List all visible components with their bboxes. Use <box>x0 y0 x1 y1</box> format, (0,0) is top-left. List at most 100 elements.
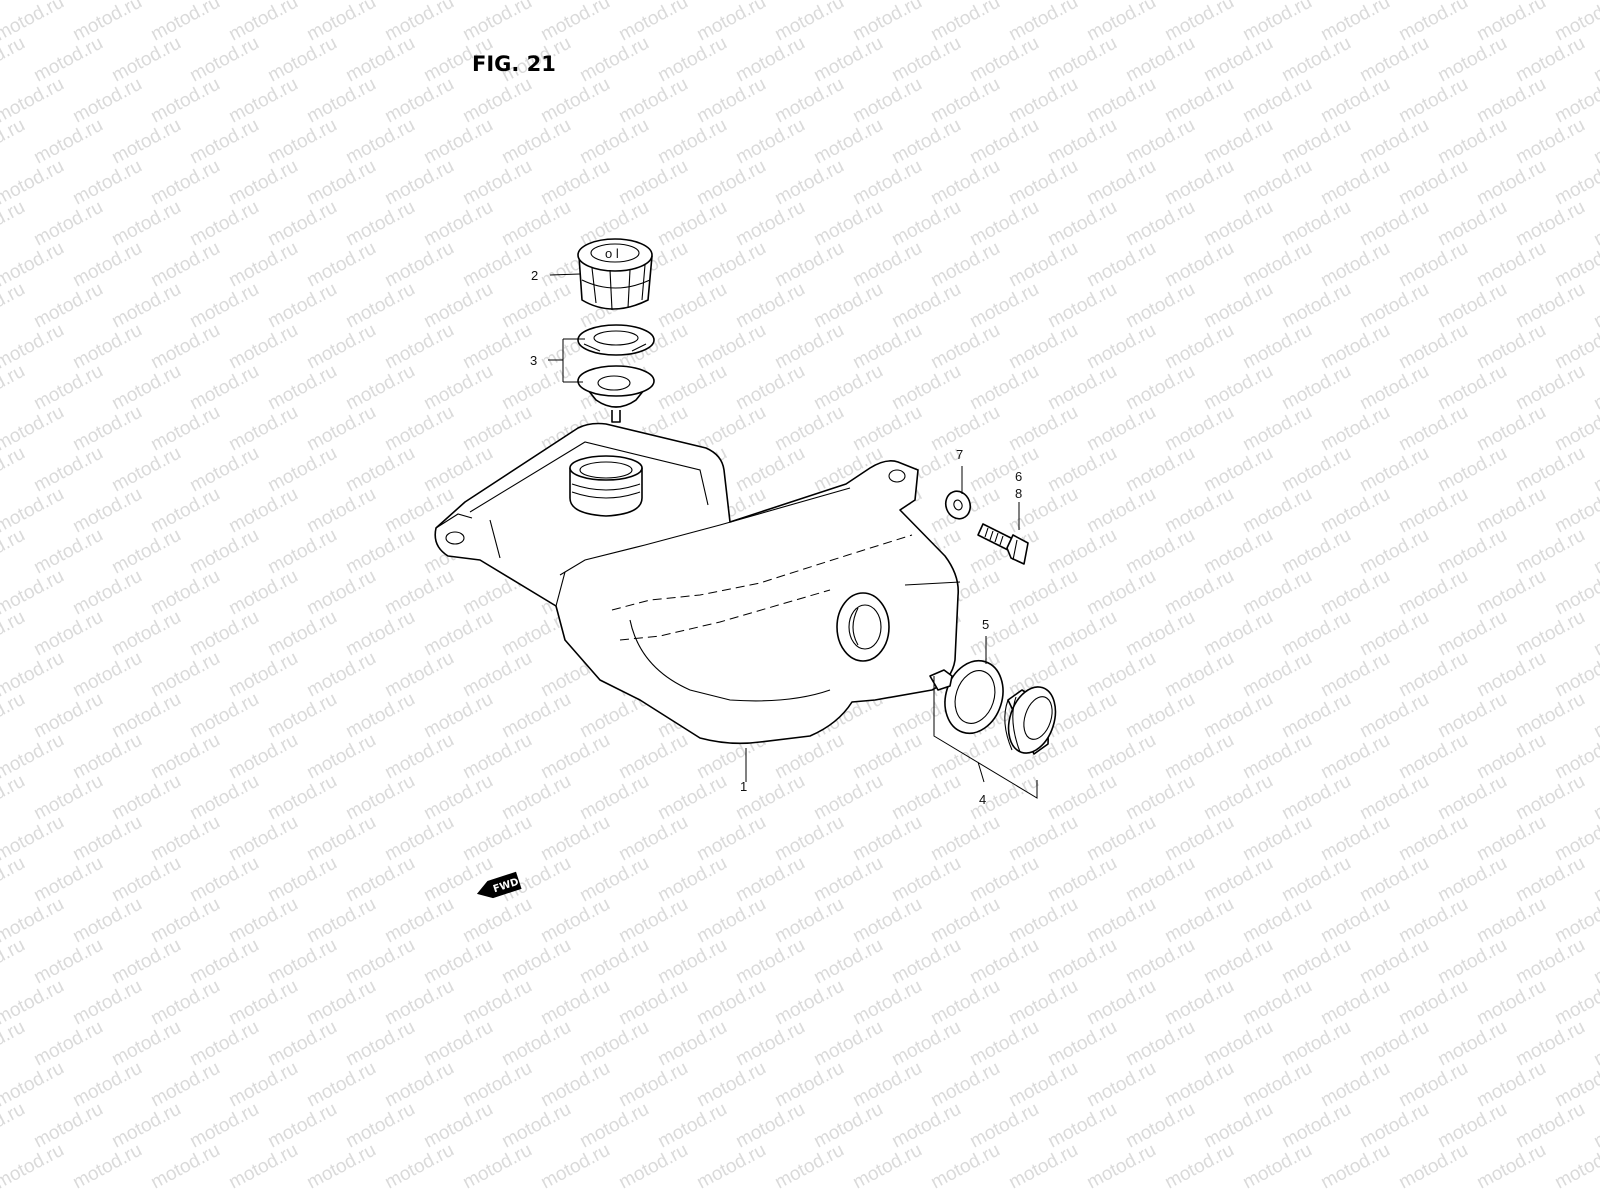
watermark-text: motod.ru <box>1278 115 1354 169</box>
watermark-text: motod.ru <box>693 238 769 292</box>
watermark-text: motod.ru <box>1395 812 1471 866</box>
watermark-text: motod.ru <box>1005 976 1081 1030</box>
watermark-text: motod.ru <box>615 976 691 1030</box>
watermark-text: motod.ru <box>1005 894 1081 948</box>
watermark-text: motod.ru <box>0 33 29 87</box>
watermark-text: motod.ru <box>888 1017 964 1071</box>
watermark-text: motod.ru <box>1317 812 1393 866</box>
watermark-text: motod.ru <box>1590 607 1600 661</box>
watermark-text: motod.ru <box>381 238 457 292</box>
watermark-text: motod.ru <box>810 197 886 251</box>
watermark-text: motod.ru <box>1239 238 1315 292</box>
watermark-text: motod.ru <box>1395 238 1471 292</box>
watermark-text: motod.ru <box>1044 607 1120 661</box>
watermark-text: motod.ru <box>147 894 223 948</box>
watermark-text: motod.ru <box>264 525 340 579</box>
watermark-text: motod.ru <box>1161 320 1237 374</box>
watermark-text: motod.ru <box>342 1099 418 1153</box>
watermark-text: motod.ru <box>1434 689 1510 743</box>
watermark-text: motod.ru <box>1200 853 1276 907</box>
watermark-text: motod.ru <box>1356 689 1432 743</box>
watermark-text: motod.ru <box>420 935 496 989</box>
watermark-text: motod.ru <box>732 361 808 415</box>
watermark-text: motod.ru <box>1356 607 1432 661</box>
watermark-text: motod.ru <box>654 279 730 333</box>
watermark-text: motod.ru <box>810 1099 886 1153</box>
watermark-text: motod.ru <box>1473 648 1549 702</box>
watermark-text: motod.ru <box>264 279 340 333</box>
watermark-text: motod.ru <box>888 279 964 333</box>
watermark-text: motod.ru <box>849 0 925 45</box>
watermark-text: motod.ru <box>1395 156 1471 210</box>
watermark-text: motod.ru <box>1044 853 1120 907</box>
watermark-text: motod.ru <box>1278 853 1354 907</box>
watermark-text: motod.ru <box>147 730 223 784</box>
watermark-text: motod.ru <box>30 935 106 989</box>
watermark-text: motod.ru <box>927 74 1003 128</box>
watermark-text: motod.ru <box>1473 402 1549 456</box>
watermark-text: motod.ru <box>459 1058 535 1112</box>
watermark-text: motod.ru <box>147 320 223 374</box>
watermark-text: motod.ru <box>225 1058 301 1112</box>
watermark-text: motod.ru <box>1590 935 1600 989</box>
watermark-text: motod.ru <box>732 443 808 497</box>
watermark-text: motod.ru <box>381 1058 457 1112</box>
watermark-text: motod.ru <box>342 115 418 169</box>
watermark-text: motod.ru <box>1239 484 1315 538</box>
watermark-text: motod.ru <box>303 402 379 456</box>
watermark-text: motod.ru <box>1200 607 1276 661</box>
watermark-text: motod.ru <box>537 730 613 784</box>
watermark-text: motod.ru <box>693 976 769 1030</box>
watermark-text: motod.ru <box>69 156 145 210</box>
watermark-text: motod.ru <box>186 935 262 989</box>
watermark-text: motod.ru <box>1512 771 1588 825</box>
watermark-text: motod.ru <box>1434 33 1510 87</box>
watermark-text: motod.ru <box>1200 689 1276 743</box>
callout-6: 6 <box>1015 469 1022 484</box>
watermark-text: motod.ru <box>1239 976 1315 1030</box>
watermark-text: motod.ru <box>576 115 652 169</box>
watermark-text: motod.ru <box>147 74 223 128</box>
watermark-text: motod.ru <box>108 279 184 333</box>
watermark-text: motod.ru <box>849 156 925 210</box>
watermark-text: motod.ru <box>0 279 29 333</box>
watermark-text: motod.ru <box>108 853 184 907</box>
watermark-text: motod.ru <box>342 771 418 825</box>
watermark-text: motod.ru <box>30 197 106 251</box>
watermark-text: motod.ru <box>498 935 574 989</box>
washer <box>944 490 972 520</box>
watermark-text: motod.ru <box>225 730 301 784</box>
watermark-text: motod.ru <box>1278 443 1354 497</box>
watermark-text: motod.ru <box>849 894 925 948</box>
o-ring <box>944 659 1004 735</box>
watermark-text: motod.ru <box>1434 1017 1510 1071</box>
watermark-text: motod.ru <box>1395 894 1471 948</box>
watermark-text: motod.ru <box>498 197 574 251</box>
watermark-text: motod.ru <box>1005 566 1081 620</box>
watermark-text: motod.ru <box>1395 1140 1471 1194</box>
watermark-text: motod.ru <box>108 771 184 825</box>
watermark-text: motod.ru <box>1395 730 1471 784</box>
watermark-text: motod.ru <box>303 484 379 538</box>
watermark-text: motod.ru <box>1200 771 1276 825</box>
watermark-text: motod.ru <box>459 156 535 210</box>
watermark-text: motod.ru <box>1083 730 1159 784</box>
watermark-text: motod.ru <box>1473 566 1549 620</box>
watermark-text: motod.ru <box>1239 730 1315 784</box>
watermark-text: motod.ru <box>264 607 340 661</box>
watermark-text: motod.ru <box>1473 1140 1549 1194</box>
watermark-text: motod.ru <box>1200 443 1276 497</box>
watermark-text: motod.ru <box>69 402 145 456</box>
watermark-text: motod.ru <box>30 33 106 87</box>
watermark-text: motod.ru <box>1044 443 1120 497</box>
watermark-text: motod.ru <box>1083 894 1159 948</box>
watermark-text: motod.ru <box>732 197 808 251</box>
watermark-text: motod.ru <box>69 648 145 702</box>
watermark-text: motod.ru <box>810 33 886 87</box>
watermark-text: motod.ru <box>1590 279 1600 333</box>
watermark-text: motod.ru <box>693 0 769 45</box>
watermark-text: motod.ru <box>1122 279 1198 333</box>
watermark-text: motod.ru <box>69 238 145 292</box>
watermark-text: motod.ru <box>381 320 457 374</box>
watermark-text: motod.ru <box>771 402 847 456</box>
